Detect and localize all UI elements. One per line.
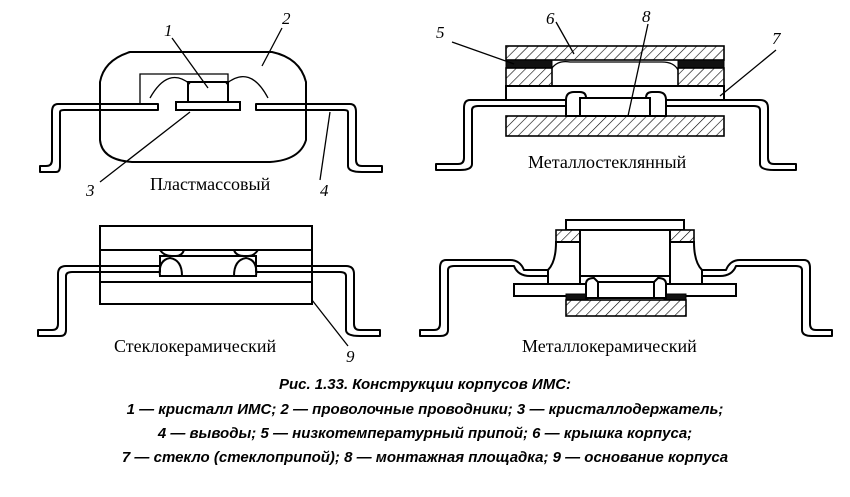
ic-package-diagram: 1 2 3 4 Пластмассовый 5 6 8 7 Мета [37,7,833,366]
figure-caption: Рис. 1.33. Конструкции корпусов ИМС: 1 —… [0,372,850,470]
label-7: 7 [772,29,782,48]
mg-lead-right [663,99,797,171]
label-1: 1 [164,21,173,40]
leader-4 [319,111,331,181]
mc-solder-right [663,293,687,301]
plastic-lead-right [255,103,383,173]
mg-ring-right [677,67,725,87]
mc-seal-right [669,229,695,243]
mc-solder-left [565,293,589,301]
mg-solder-right [677,59,725,69]
metal-ceramic-package: Металлокерамический [419,219,833,356]
mg-lead-left [435,99,567,171]
leader-3 [99,111,191,183]
plastic-die-holder [175,101,241,111]
metal-glass-package: 5 6 8 7 Металлостеклянный [435,7,797,172]
label-5: 5 [436,23,445,42]
plastic-package-title: Пластмассовый [150,174,271,194]
leader-7 [719,49,777,97]
caption-title: Рис. 1.33. Конструкции корпусов ИМС: [278,376,572,393]
leader-8 [627,23,649,117]
mc-lead-right [701,259,833,337]
plastic-package: 1 2 3 4 Пластмассовый [39,9,383,200]
caption-line-2: 4 — выводы; 5 — низкотемпературный припо… [157,425,693,442]
metal-glass-package-title: Металлостеклянный [528,152,687,172]
label-9: 9 [346,347,355,366]
mg-base [505,115,725,137]
label-6: 6 [546,9,555,28]
mc-lead-left [419,259,549,337]
mc-die-bump-right [653,276,667,299]
gc-cover [99,225,313,251]
gc-lead-left [37,265,161,337]
plastic-die [187,81,229,103]
mc-base [565,299,687,317]
label-8: 8 [642,7,651,26]
glass-ceramic-package-title: Стеклокерамический [114,336,277,356]
leader-1 [171,37,209,89]
mg-die [579,97,651,117]
mc-cap-top [565,219,685,231]
mc-cap-body [579,229,671,277]
gc-lead-right [255,265,381,337]
mg-cavity [551,60,679,71]
label-3: 3 [85,181,95,200]
caption-line-3: 7 — стекло (стеклоприпой); 8 — монтажная… [121,449,729,466]
label-2: 2 [282,9,291,28]
leader-9 [311,299,349,347]
leader-2 [261,27,283,67]
leader-6 [555,21,575,55]
plastic-lead-left [39,103,159,173]
mg-ring-left [505,67,553,87]
label-4: 4 [320,181,329,200]
mc-die [593,281,659,299]
glass-ceramic-package: 9 Стеклокерамический [37,225,381,366]
caption-line-1: 1 — кристалл ИМС; 2 — проволочные провод… [126,401,724,418]
gc-base [99,281,313,305]
metal-ceramic-package-title: Металлокерамический [522,336,697,356]
mg-lid [505,45,725,61]
mc-die-bump-left [585,276,599,299]
mc-seal-left [555,229,581,243]
plastic-wire-right [225,75,269,99]
leader-5 [451,41,515,65]
plastic-wire-left [149,76,191,99]
